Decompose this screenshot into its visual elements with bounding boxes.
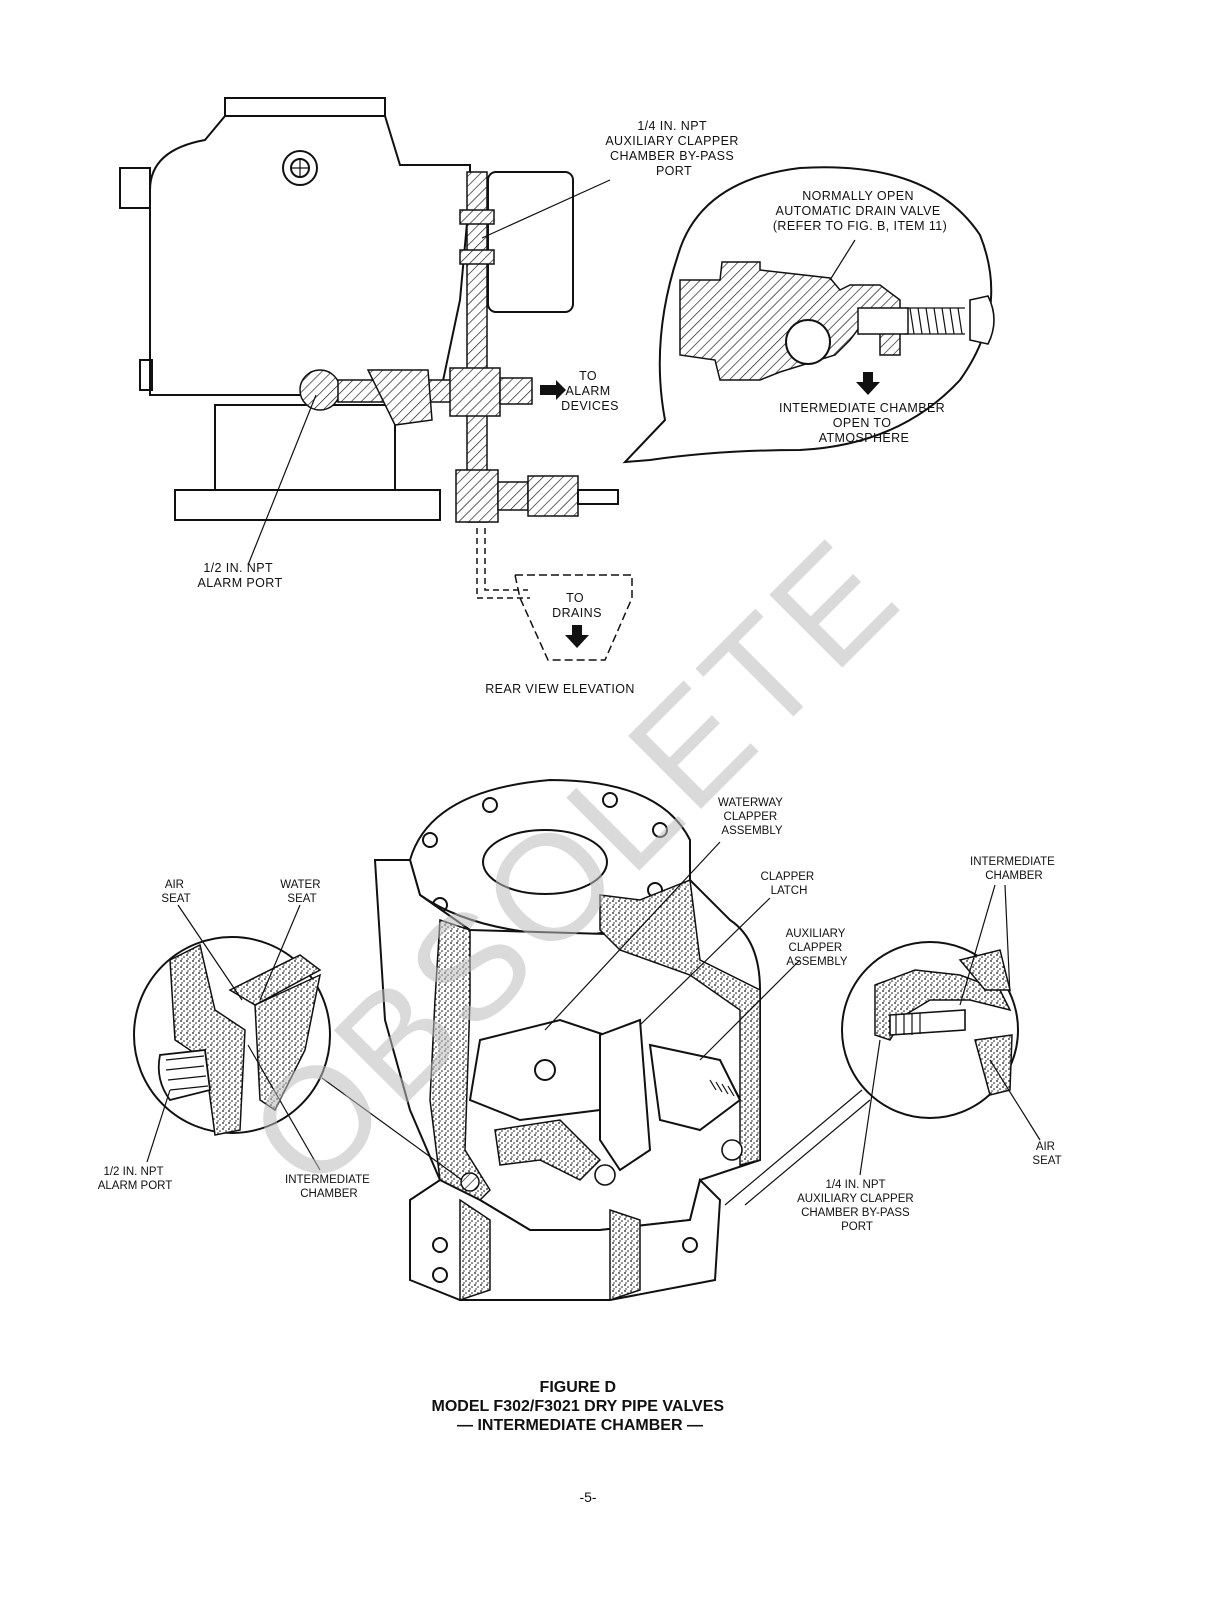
label-intermediate-open: INTERMEDIATE CHAMBER OPEN TO ATMOSPHERE <box>779 401 949 445</box>
drain-valve-detail-bubble <box>622 166 993 464</box>
label-to-drains: TO DRAINS <box>552 591 602 620</box>
leader-alarm-port <box>247 394 317 566</box>
arrow-atmosphere <box>856 372 880 395</box>
cut-seat-ring <box>494 1119 602 1181</box>
lower-body <box>214 404 396 491</box>
aux-chamber-cover <box>487 171 574 313</box>
latch-spring <box>709 1079 741 1099</box>
connector-left <box>321 1077 463 1181</box>
leader-bypass-right <box>859 1039 881 1176</box>
top-flange <box>224 97 386 117</box>
rear-view-elevation: 1/4 IN. NPT AUXILIARY CLAPPER CHAMBER BY… <box>119 97 995 696</box>
label-to-alarm-devices: TO ALARM DEVICES <box>561 369 619 413</box>
leader-waterway <box>544 841 721 1031</box>
alarm-port-plug <box>299 369 341 411</box>
leader-bypass-port <box>481 179 611 239</box>
cutaway-waterway-opening <box>482 829 608 895</box>
body-boss-left <box>119 167 151 209</box>
clapper-latch <box>599 1018 652 1172</box>
alarm-tee <box>449 367 501 417</box>
connector-right <box>724 1089 863 1206</box>
alarm-port-fitting <box>460 1172 480 1192</box>
left-detail-wall <box>169 943 246 1136</box>
leader-drain-valve <box>829 239 856 281</box>
aux-clapper <box>648 1043 742 1132</box>
page-number: -5- <box>579 1489 596 1505</box>
leader-clapper-latch <box>639 897 771 1026</box>
label-bypass-right: 1/4 IN. NPT AUXILIARY CLAPPER CHAMBER BY… <box>797 1179 917 1233</box>
label-air-seat-left: AIR SEAT <box>161 879 190 905</box>
valve-body <box>149 115 471 396</box>
label-bypass-port: 1/4 IN. NPT AUXILIARY CLAPPER CHAMBER BY… <box>605 119 742 178</box>
label-rear-view-elevation: REAR VIEW ELEVATION <box>485 682 635 696</box>
inspection-port <box>282 150 318 186</box>
flange-bolt-holes <box>422 792 668 913</box>
cut-wall-left <box>429 918 491 1201</box>
leader-aux-clapper <box>699 959 801 1061</box>
drain-valve-knob <box>969 295 995 345</box>
label-alarm-port-rear: 1/2 IN. NPT ALARM PORT <box>197 561 282 590</box>
drain-valve-body <box>527 475 579 517</box>
drain-valve-thread <box>909 307 963 335</box>
right-detail-bypass-plug <box>889 1009 966 1036</box>
leader-water-seat <box>259 904 301 1001</box>
bottom-flange-bolts <box>432 1237 698 1283</box>
label-air-seat-right: AIR SEAT <box>1032 1141 1061 1167</box>
label-intermediate-right: INTERMEDIATE CHAMBER <box>970 856 1058 882</box>
label-clapper-latch: CLAPPER LATCH <box>761 871 818 897</box>
caption-subtitle: — INTERMEDIATE CHAMBER — <box>457 1417 703 1434</box>
label-alarm-port-left: 1/2 IN. NPT ALARM PORT <box>98 1166 173 1192</box>
drain-valve-section <box>679 261 901 381</box>
drain-valve-ball <box>785 319 831 365</box>
leader-intermediate-left <box>247 1044 321 1171</box>
caption-figure: FIGURE D <box>540 1379 616 1396</box>
drain-funnel <box>514 574 633 661</box>
leader-intermediate-right-a <box>959 884 996 1006</box>
body-boss-low <box>139 359 153 391</box>
caption-model: MODEL F302/F3021 DRY PIPE VALVES <box>432 1398 725 1415</box>
base-flange <box>174 489 441 521</box>
label-waterway-clapper: WATERWAY CLAPPER ASSEMBLY <box>718 797 786 837</box>
label-drain-valve: NORMALLY OPEN AUTOMATIC DRAIN VALVE (REF… <box>773 189 947 233</box>
leader-air-seat-right <box>989 1059 1041 1141</box>
arrow-to-drains <box>565 625 589 648</box>
leader-air-seat <box>177 904 243 1001</box>
label-aux-clapper: AUXILIARY CLAPPER ASSEMBLY <box>786 928 849 968</box>
label-water-seat: WATER SEAT <box>280 879 323 905</box>
figure-caption: FIGURE D MODEL F302/F3021 DRY PIPE VALVE… <box>432 1379 729 1434</box>
arrow-to-alarm <box>540 380 566 400</box>
cutaway-view: WATERWAY CLAPPER ASSEMBLY CLAPPER LATCH … <box>98 778 1062 1302</box>
leader-alarm-port-left <box>146 1089 171 1163</box>
drain-line <box>476 528 530 599</box>
label-intermediate-left: INTERMEDIATE CHAMBER <box>285 1174 373 1200</box>
strainer <box>366 369 433 426</box>
lower-tee <box>455 469 499 523</box>
right-detail-wall <box>874 969 1012 1041</box>
